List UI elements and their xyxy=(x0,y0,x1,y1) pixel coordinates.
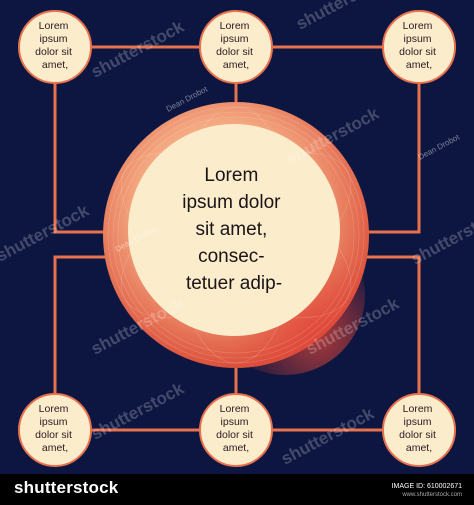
center-text-line: sit amet, xyxy=(195,219,267,240)
center-text-line: tetuer adip- xyxy=(186,273,282,294)
center-text: Lorem ipsum dolor sit amet, consec- tetu… xyxy=(182,165,286,294)
central-hub: Lorem ipsum dolor sit amet, consec- tetu… xyxy=(103,102,369,375)
center-text-line: Lorem xyxy=(204,165,258,186)
node-top-right: Lorem ipsum dolor sit amet, xyxy=(382,10,456,84)
node-text: Lorem ipsum dolor sit amet, xyxy=(35,20,75,71)
center-text-line: consec- xyxy=(198,246,265,267)
node-text: Lorem ipsum dolor sit amet, xyxy=(399,20,439,71)
node-text: Lorem ipsum dolor sit amet, xyxy=(216,20,256,71)
footer-image-id: IMAGE ID: 610002671 xyxy=(391,483,462,490)
node-top-left: Lorem ipsum dolor sit amet, xyxy=(18,10,92,84)
stock-footer-bar: shutterstock IMAGE ID: 610002671 www.shu… xyxy=(0,474,474,505)
node-bottom-right: Lorem ipsum dolor sit amet, xyxy=(382,393,456,467)
node-circle xyxy=(382,10,456,84)
center-text-line: ipsum dolor xyxy=(182,192,281,213)
node-text: Lorem ipsum dolor sit amet, xyxy=(216,403,256,454)
node-top-center: Lorem ipsum dolor sit amet, xyxy=(199,10,273,84)
node-circle xyxy=(199,393,273,467)
node-text: Lorem ipsum dolor sit amet, xyxy=(399,403,439,454)
center-disc xyxy=(128,124,340,336)
node-circle xyxy=(18,10,92,84)
footer-brand-logo: shutterstock xyxy=(14,478,119,497)
node-circle xyxy=(199,10,273,84)
footer-site-url: www.shutterstock.com xyxy=(402,492,462,498)
infographic-diagram: Lorem ipsum dolor sit amet, consec- tetu… xyxy=(0,0,474,469)
node-text: Lorem ipsum dolor sit amet, xyxy=(35,403,75,454)
node-bottom-left: Lorem ipsum dolor sit amet, xyxy=(18,393,92,467)
node-bottom-center: Lorem ipsum dolor sit amet, xyxy=(199,393,273,467)
node-circle xyxy=(382,393,456,467)
node-circle xyxy=(18,393,92,467)
